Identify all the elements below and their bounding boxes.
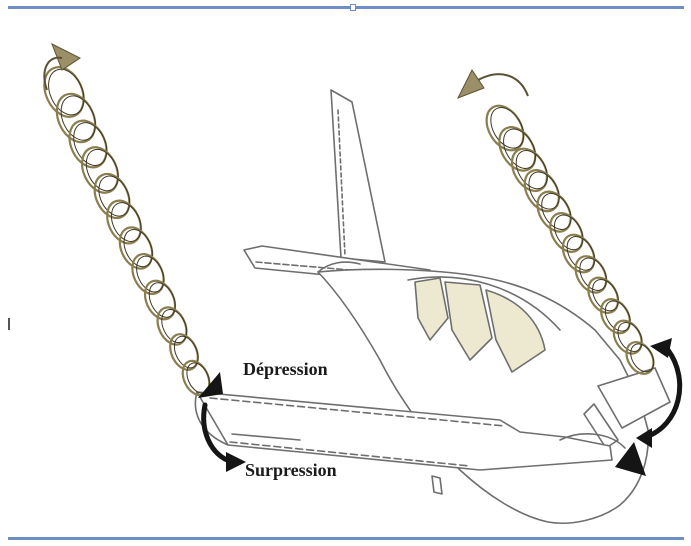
depression-label: Dépression bbox=[243, 359, 328, 379]
left-rotation-arrowhead bbox=[226, 452, 246, 472]
left-vortex-coil-rim bbox=[106, 198, 147, 246]
bottom-border-line bbox=[8, 537, 684, 540]
left-vortex-base-arrow bbox=[198, 372, 223, 398]
vertical-fin bbox=[331, 90, 385, 262]
aircraft-illustration bbox=[195, 90, 670, 523]
right-vortex-top-curl bbox=[478, 74, 528, 96]
right-vortex-top-arrow bbox=[458, 70, 484, 98]
landing-gear bbox=[432, 476, 442, 494]
left-vortex-coil-rim bbox=[118, 225, 158, 271]
left-wingtip-vortex bbox=[37, 44, 223, 399]
surpression-label: Surpression bbox=[245, 460, 337, 480]
